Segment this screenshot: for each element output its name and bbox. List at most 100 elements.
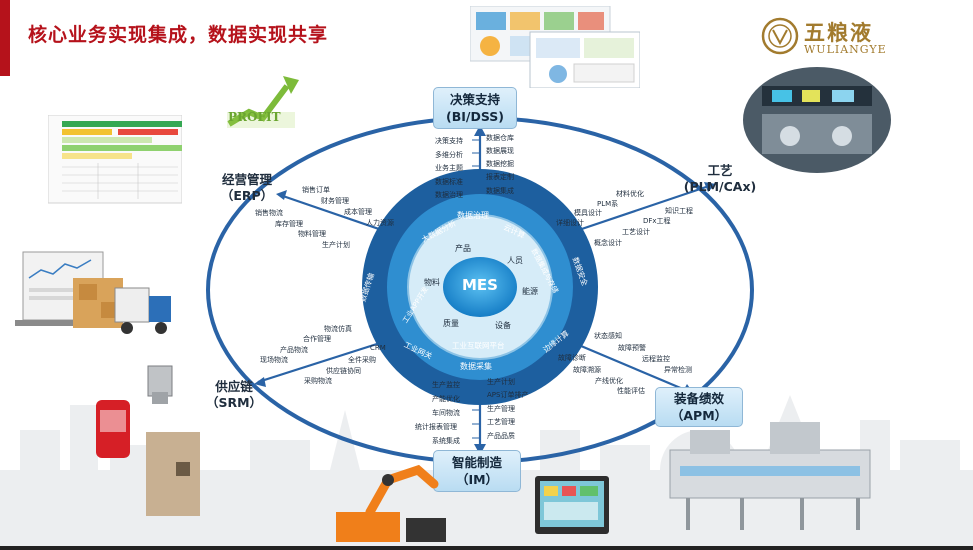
- erp-subtitle: （ERP）: [220, 188, 274, 203]
- erp-label: 经营管理 （ERP）: [207, 172, 287, 204]
- bi-left-item: 多维分析: [435, 151, 463, 159]
- mes-core: [443, 257, 517, 317]
- factory-photo-image: [743, 67, 891, 173]
- apm-box: 装备绩效 （APM）: [655, 387, 743, 427]
- bottom-border: [0, 546, 973, 550]
- erp-spreadsheet-image: [48, 115, 182, 204]
- supply-parts-image: [96, 365, 200, 516]
- srm-item: 合作管理: [303, 335, 331, 343]
- im-left-item: 产能优化: [432, 395, 460, 403]
- im-title: 智能制造: [451, 455, 502, 470]
- apm-item: 产线优化: [595, 377, 623, 385]
- im-left-item: 统计报表管理: [415, 423, 457, 431]
- bi-left-item: 业务主题: [435, 164, 463, 172]
- plm-subtitle: (PLM/CAx): [683, 179, 757, 194]
- im-right-item: 产品品质: [487, 432, 515, 440]
- inner-ring-material: 物料: [424, 278, 440, 287]
- bi-title: 决策支持: [449, 92, 500, 107]
- im-subtitle: （IM）: [455, 472, 499, 487]
- bi-left-item: 数据标准: [435, 178, 463, 186]
- profit-arrow-icon: [227, 76, 299, 128]
- apm-item: 状态感知: [594, 332, 622, 340]
- im-box: 智能制造 （IM）: [433, 450, 521, 492]
- erp-title: 经营管理: [221, 172, 272, 187]
- apm-item: 远程监控: [642, 355, 670, 363]
- erp-item: 销售物流: [255, 209, 283, 217]
- erp-item: 库存管理: [275, 220, 303, 228]
- apm-item: 故障诊断: [558, 354, 586, 362]
- erp-item: 销售订单: [302, 186, 330, 194]
- srm-item: 物流仿真: [324, 325, 352, 333]
- plm-item: 材料优化: [616, 190, 644, 198]
- plm-label: 工艺 (PLM/CAx): [680, 163, 760, 195]
- im-left-item: 生产监控: [432, 381, 460, 389]
- mes-label: MES: [462, 276, 498, 294]
- srm-item: 采购物流: [304, 377, 332, 385]
- apm-item: 故障溯源: [573, 366, 601, 374]
- erp-item: 物料管理: [298, 230, 326, 238]
- bi-subtitle: (BI/DSS): [446, 109, 504, 124]
- srm-item: 现场物流: [260, 356, 288, 364]
- bi-dashboard-image: [470, 6, 640, 88]
- im-right-item: 生产计划: [487, 378, 515, 386]
- plm-item: PLM系: [597, 200, 619, 208]
- logo-text-en: WULIANGYE: [804, 43, 887, 56]
- im-left-item: 车间物流: [432, 409, 460, 417]
- plm-item: 知识工程: [665, 207, 693, 215]
- erp-item: 成本管理: [344, 208, 372, 216]
- apm-subtitle: （APM）: [670, 408, 728, 423]
- robot-arm-image: [336, 464, 446, 542]
- profit-text: PROFIT: [228, 110, 281, 124]
- accent-bar: [0, 0, 10, 76]
- srm-title: 供应链: [215, 379, 253, 394]
- apm-item: 性能评估: [617, 387, 645, 395]
- logo-text-cn: 五粮液: [804, 20, 873, 45]
- srm-subtitle: （SRM）: [205, 395, 263, 410]
- bi-right-item: 报表定制: [486, 173, 514, 181]
- page-title: 核心业务实现集成，数据实现共享: [28, 24, 329, 46]
- bi-right-item: 数据挖掘: [486, 160, 514, 168]
- im-right-item: APS订单排产: [487, 391, 529, 399]
- plm-item: DFx工程: [643, 217, 671, 225]
- logo-emblem-icon: [761, 17, 799, 55]
- outer-ring-collection: 数据采集: [460, 362, 492, 371]
- srm-label: 供应链 （SRM）: [194, 379, 274, 411]
- inner-ring-energy: 能源: [522, 287, 538, 296]
- inner-ring-quality: 质量: [443, 319, 459, 328]
- plm-title: 工艺: [707, 163, 733, 178]
- bi-left-item: 数据治理: [435, 191, 463, 199]
- plm-item: 详细设计: [556, 219, 584, 227]
- srm-item: 全件采购: [348, 356, 376, 364]
- inner-ring-product: 产品: [455, 244, 471, 253]
- srm-item: 产品物流: [280, 346, 308, 354]
- apm-item: 故障预警: [618, 344, 646, 352]
- im-right-item: 生产管理: [487, 405, 515, 413]
- plm-item: 模具设计: [574, 209, 602, 217]
- equipment-line-image: [669, 422, 871, 530]
- plm-item: 工艺设计: [622, 228, 650, 236]
- outer-ring-governance: 数据治理: [457, 211, 489, 220]
- hmi-panel-image: [535, 476, 609, 534]
- erp-item: 生产计划: [322, 241, 350, 249]
- apm-title: 装备绩效: [673, 391, 724, 406]
- srm-item: CRM: [370, 344, 386, 352]
- bi-dss-box: 决策支持 (BI/DSS): [433, 87, 517, 129]
- plm-item: 概念设计: [594, 239, 622, 247]
- erp-item: 财务管理: [321, 197, 349, 205]
- bi-right-item: 数据集成: [486, 187, 514, 195]
- logistics-image: [15, 251, 171, 334]
- im-left-item: 系统集成: [432, 437, 460, 445]
- erp-item: 人力资源: [366, 219, 394, 227]
- apm-item: 异常检测: [664, 366, 692, 374]
- middle-ring-iiot-platform: 工业互联网平台: [452, 341, 505, 350]
- srm-item: 供应链协同: [326, 367, 361, 375]
- company-logo: 五粮液 WULIANGYE: [760, 16, 890, 60]
- inner-ring-equipment: 设备: [495, 321, 511, 330]
- bi-right-item: 数据仓库: [486, 134, 514, 142]
- bi-left-item: 决策支持: [435, 137, 463, 145]
- im-right-item: 工艺管理: [487, 418, 515, 426]
- inner-ring-people: 人员: [507, 256, 523, 265]
- bi-right-item: 数据展现: [486, 147, 514, 155]
